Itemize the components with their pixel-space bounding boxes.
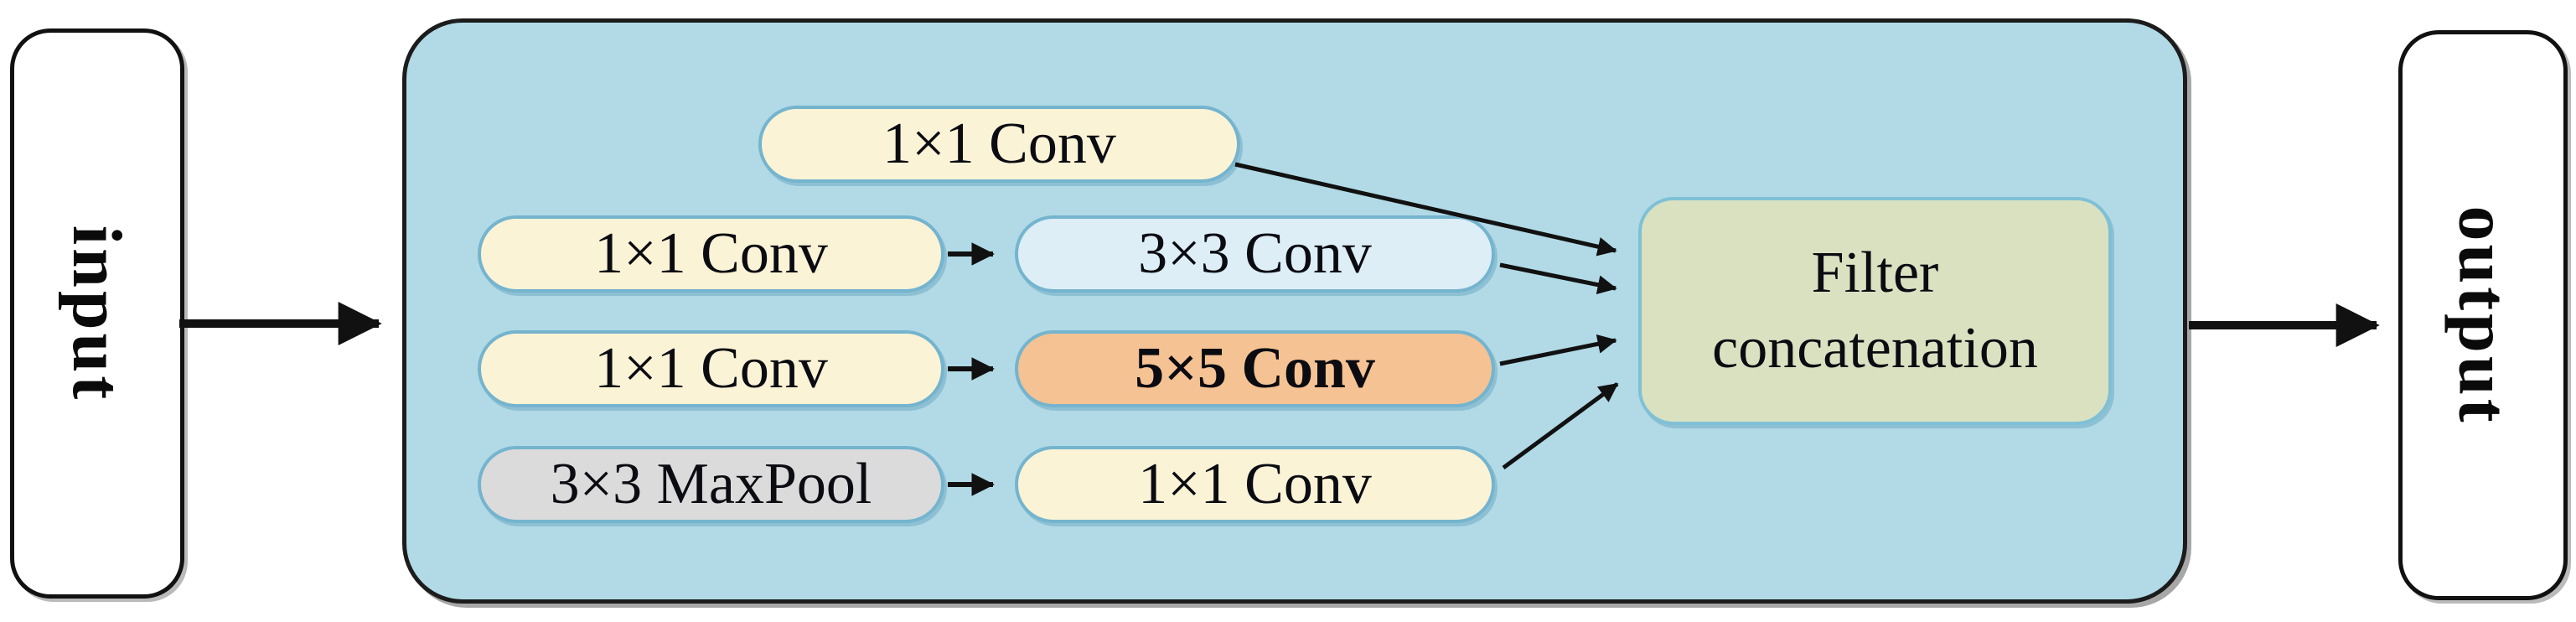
merge-label: Filter concatenation bbox=[1712, 241, 2038, 381]
node-label: 3×3 MaxPool bbox=[550, 452, 872, 516]
node-filter-concatenation: Filter concatenation bbox=[1638, 197, 2112, 425]
output-node: output bbox=[2398, 30, 2568, 600]
node-label: 1×1 Conv bbox=[594, 221, 828, 286]
node-branch3-conv5x5: 5×5 Conv bbox=[1015, 330, 1495, 407]
input-node: input bbox=[10, 29, 184, 599]
node-branch4-maxpool: 3×3 MaxPool bbox=[478, 446, 944, 523]
node-label: 1×1 Conv bbox=[882, 111, 1116, 176]
node-label: 1×1 Conv bbox=[594, 336, 828, 401]
node-branch4-conv1x1: 1×1 Conv bbox=[1015, 446, 1495, 523]
node-branch2-conv1x1: 1×1 Conv bbox=[478, 215, 944, 293]
node-label: 5×5 Conv bbox=[1135, 336, 1375, 401]
node-branch1-conv1x1: 1×1 Conv bbox=[758, 106, 1240, 183]
node-label: 1×1 Conv bbox=[1138, 452, 1372, 516]
node-branch2-conv3x3: 3×3 Conv bbox=[1015, 215, 1495, 293]
node-branch3-conv1x1: 1×1 Conv bbox=[478, 330, 944, 407]
node-label: 3×3 Conv bbox=[1138, 221, 1372, 286]
input-label: input bbox=[58, 225, 137, 402]
output-label: output bbox=[2444, 205, 2522, 426]
